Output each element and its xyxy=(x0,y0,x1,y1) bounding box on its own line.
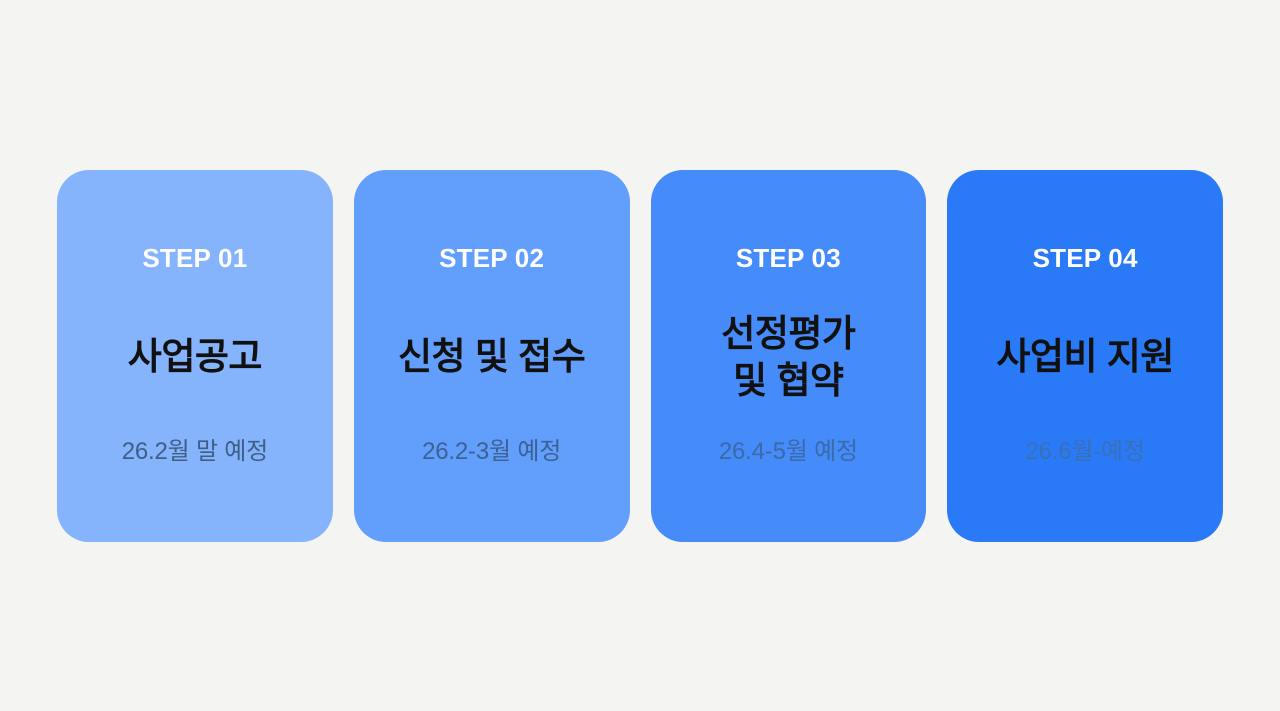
step-date-4: 26.6월-예정 xyxy=(1025,438,1145,465)
step-label-2: STEP 02 xyxy=(439,243,545,273)
step-date-1: 26.2월 말 예정 xyxy=(121,438,269,465)
step-date-2: 26.2-3월 예정 xyxy=(422,438,562,465)
step-card-2[interactable]: STEP 02 신청 및 접수 26.2-3월 예정 xyxy=(353,170,630,542)
step-title-line-1: 신청 및 접수 xyxy=(397,336,586,378)
step-title-line-1: 사업공고 xyxy=(127,336,263,378)
step-card-1[interactable]: STEP 01 사업공고 26.2월 말 예정 xyxy=(57,170,333,542)
step-card-4[interactable]: STEP 04 사업비 지원 26.6월-예정 xyxy=(947,170,1223,542)
step-title-1: 사업공고 xyxy=(71,298,319,416)
process-steps-row: STEP 01 사업공고 26.2월 말 예정 STEP 02 신청 및 접수 … xyxy=(57,170,1223,542)
step-label-3: STEP 03 xyxy=(735,243,841,273)
step-label-1: STEP 01 xyxy=(142,243,248,273)
step-label-4: STEP 04 xyxy=(1032,243,1138,273)
step-title-2: 신청 및 접수 xyxy=(368,298,616,416)
step-date-3: 26.4-5월 예정 xyxy=(718,438,858,465)
step-title-line-1: 사업비 지원 xyxy=(996,336,1174,378)
step-title-line-2: 및 협약 xyxy=(733,360,844,401)
step-title-4: 사업비 지원 xyxy=(961,298,1209,416)
step-title-line-1: 선정평가 xyxy=(721,312,856,354)
